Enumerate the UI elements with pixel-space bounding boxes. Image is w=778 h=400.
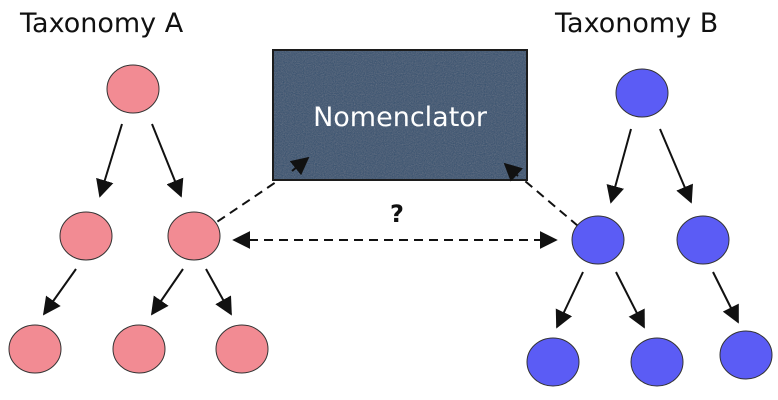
- nomenclator-label: Nomenclator: [313, 102, 488, 133]
- taxonomy-b-nodes: [526, 68, 773, 387]
- node-b-leaf-1: [526, 337, 580, 387]
- node-a-root: [106, 64, 160, 114]
- edge-b-left-child2: [615, 271, 645, 329]
- edge-b-root-left: [606, 128, 632, 204]
- node-b-left: [571, 215, 625, 265]
- node-a-leaf-1: [8, 324, 62, 374]
- node-b-leaf-2: [630, 337, 684, 387]
- link-b-arrowhead: [503, 162, 524, 182]
- taxonomy-a-title: Taxonomy A: [19, 8, 184, 39]
- edge-b-left-child1: [555, 271, 584, 329]
- taxonomy-b-edges: [555, 128, 739, 329]
- mapping-question-mark: ?: [390, 200, 404, 228]
- edge-b-root-right: [659, 128, 693, 204]
- edge-a-left-child: [42, 268, 77, 316]
- node-b-root: [615, 68, 669, 118]
- taxonomy-a-edges: [42, 123, 232, 316]
- edge-b-right-child: [712, 271, 739, 324]
- taxonomy-b-title: Taxonomy B: [554, 8, 718, 39]
- taxonomy-a-nodes: [8, 64, 269, 374]
- node-b-leaf-3: [719, 330, 773, 380]
- node-a-leaf-2: [112, 324, 166, 374]
- nomenclator-border: [272, 49, 528, 181]
- node-a-left: [59, 211, 113, 261]
- edge-a-root-right: [151, 123, 184, 198]
- nomenclator-links: [204, 156, 579, 231]
- edge-a-right-child2: [205, 268, 232, 316]
- node-a-right: [167, 211, 221, 261]
- nomenclator-box: Nomenclator: [272, 49, 528, 181]
- link-b-to-nomenclator: [524, 180, 579, 227]
- node-a-leaf-3: [215, 324, 269, 374]
- edge-a-root-left: [96, 123, 123, 198]
- link-a-arrowhead: [289, 156, 310, 176]
- edge-a-right-child1: [150, 268, 184, 316]
- nomenclator-rect: [273, 50, 527, 180]
- node-b-right: [676, 215, 730, 265]
